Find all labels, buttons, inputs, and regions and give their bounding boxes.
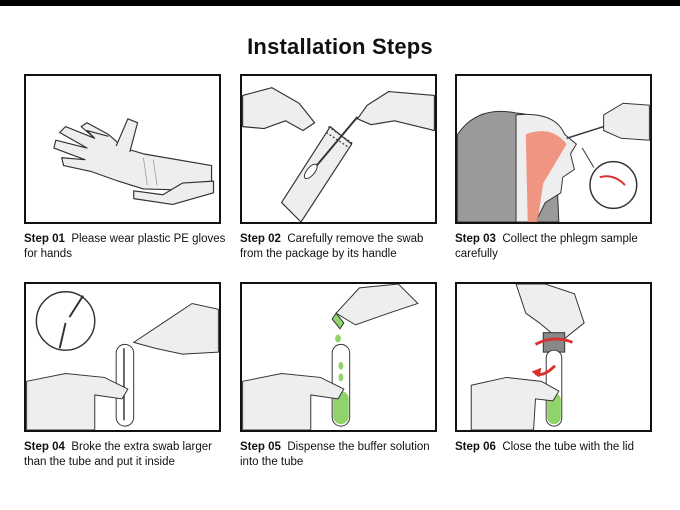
step-04-illustration xyxy=(24,282,221,432)
step-03-text: Collect the phlegm sample carefully xyxy=(455,233,638,260)
step-02-label: Step 02 xyxy=(240,233,281,245)
step-03-caption: Step 03 Collect the phlegm sample carefu… xyxy=(455,232,660,262)
step-03-label: Step 03 xyxy=(455,233,496,245)
glove-hand-icon xyxy=(53,118,215,206)
step-01-text: Please wear plastic PE gloves for hands xyxy=(24,233,226,260)
step-05-label: Step 05 xyxy=(240,441,281,453)
step-05-illustration xyxy=(240,282,437,432)
step-01-caption: Step 01 Please wear plastic PE gloves fo… xyxy=(24,232,229,262)
step-06-text: Close the tube with the lid xyxy=(502,441,635,453)
close-tube-icon xyxy=(470,284,585,430)
step-01-label: Step 01 xyxy=(24,233,65,245)
step-03-illustration xyxy=(455,74,652,224)
step-02-caption: Step 02 Carefully remove the swab from t… xyxy=(240,232,445,262)
break-swab-icon xyxy=(26,291,219,430)
step-02-illustration xyxy=(240,74,437,224)
step-06-label: Step 06 xyxy=(455,441,496,453)
step-01-illustration xyxy=(24,74,221,224)
step-06-illustration xyxy=(455,282,652,432)
step-04-text: Broke the extra swab larger than the tub… xyxy=(24,441,212,468)
swab-package-icon xyxy=(242,87,435,222)
step-04-label: Step 04 xyxy=(24,441,65,453)
step-04-caption: Step 04 Broke the extra swab larger than… xyxy=(24,440,229,470)
page-title: Installation Steps xyxy=(247,34,433,59)
step-02-text: Carefully remove the swab from the packa… xyxy=(240,233,424,260)
step-05-text: Dispense the buffer solution into the tu… xyxy=(240,441,430,468)
nasal-swab-icon xyxy=(457,102,650,222)
dropper-icon xyxy=(242,284,419,430)
step-05-caption: Step 05 Dispense the buffer solution int… xyxy=(240,440,445,470)
step-06-caption: Step 06 Close the tube with the lid xyxy=(455,440,660,455)
top-bar xyxy=(0,0,680,6)
